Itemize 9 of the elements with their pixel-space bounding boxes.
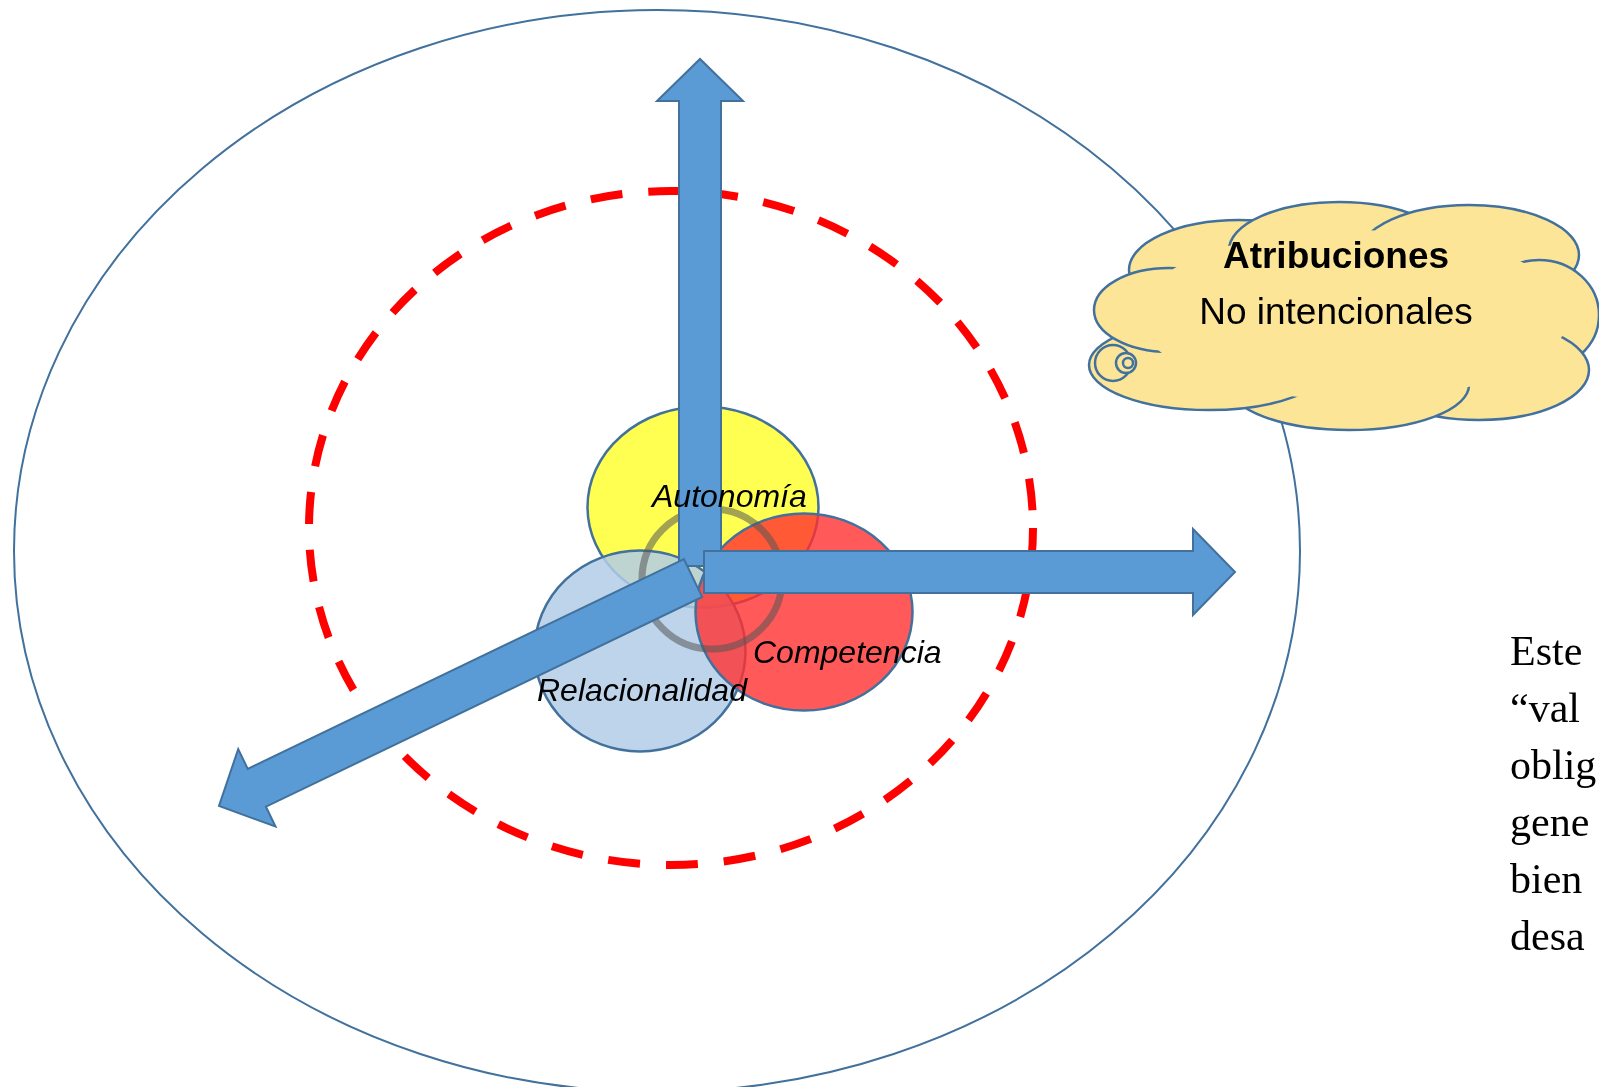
- paragraph-line: gene: [1510, 798, 1590, 846]
- circle-label: Relacionalidad: [537, 672, 747, 709]
- paragraph-line: “val: [1510, 684, 1580, 732]
- paragraph-line: Este: [1510, 627, 1583, 675]
- paragraph-line: oblig: [1510, 741, 1597, 789]
- cloud-text: No intencionales: [1198, 290, 1474, 334]
- paragraph-line: desa: [1510, 912, 1585, 960]
- paragraph-line: bien: [1510, 855, 1583, 903]
- cloud-heading: Atribuciones: [1221, 234, 1451, 278]
